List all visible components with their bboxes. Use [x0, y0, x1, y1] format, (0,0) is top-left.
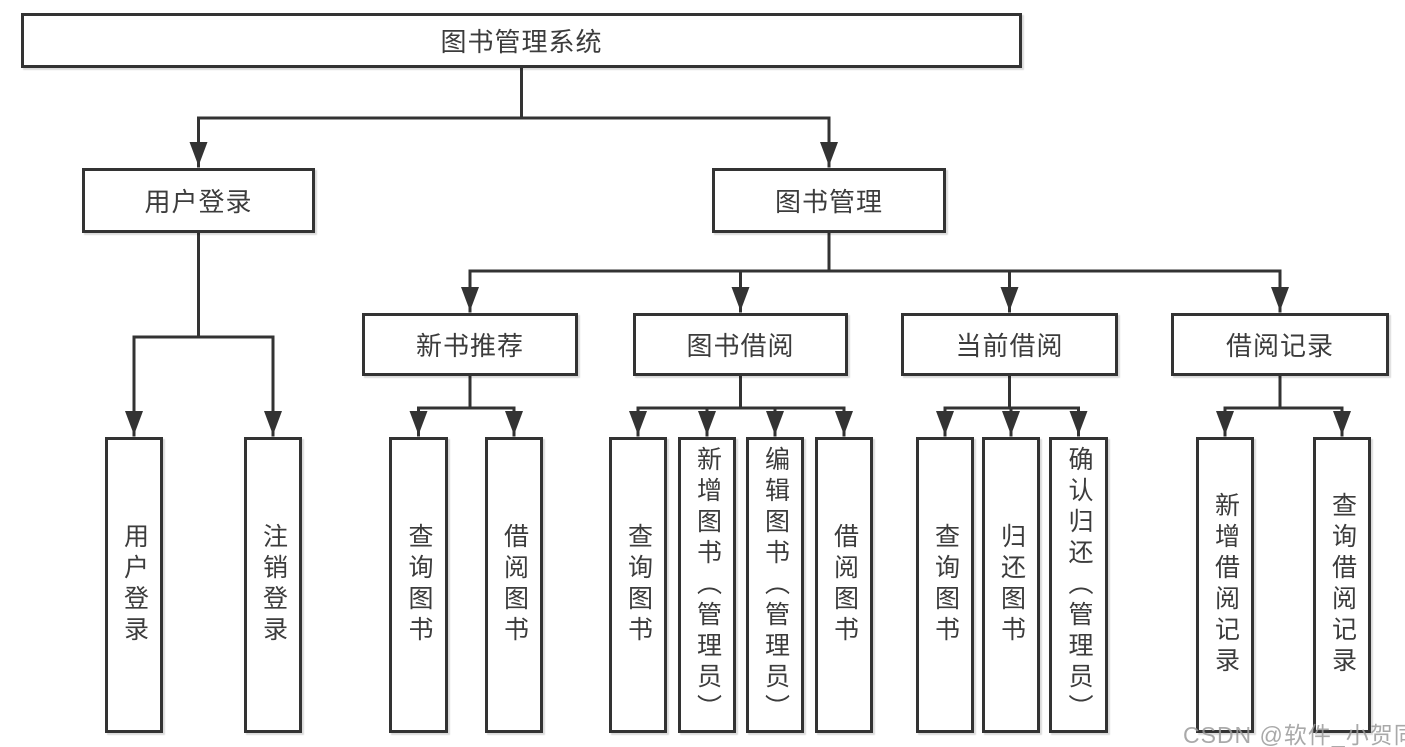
node-book-management: 图书管理 [712, 168, 946, 233]
node-borrowing-records: 借阅记录 [1171, 313, 1389, 376]
leaf-label: 借阅图书 [500, 523, 529, 647]
leaf-label: 确认归还（管理员） [1065, 445, 1093, 725]
leaf-label: 用户登录 [120, 523, 149, 647]
leaf-cb-return-books: 归还图书 [982, 437, 1040, 733]
leaf-bb-edit-books-admin: 编辑图书（管理员） [746, 437, 804, 733]
leaf-logout: 注销登录 [244, 437, 302, 733]
csdn-watermark: CSDN @软件_小贺同学 [1183, 722, 1405, 747]
leaf-nbr-query-books: 查询图书 [389, 437, 448, 733]
node-label: 新书推荐 [415, 331, 524, 361]
leaf-br-add-record: 新增借阅记录 [1196, 437, 1254, 733]
leaf-label: 查询借阅记录 [1328, 492, 1357, 678]
leaf-label: 查询图书 [405, 523, 433, 647]
leaf-cb-confirm-return-admin: 确认归还（管理员） [1049, 437, 1108, 733]
node-label: 借阅记录 [1225, 331, 1334, 361]
leaf-bb-add-books-admin: 新增图书（管理员） [678, 437, 736, 733]
leaf-label: 编辑图书（管理员） [761, 445, 790, 725]
node-label: 图书借阅 [686, 331, 795, 361]
leaf-user-login: 用户登录 [105, 437, 163, 733]
node-user-login: 用户登录 [82, 168, 315, 233]
node-label: 图书管理系统 [440, 27, 603, 57]
leaf-label: 新增图书（管理员） [693, 445, 722, 725]
leaf-bb-query-books: 查询图书 [609, 437, 667, 733]
node-label: 当前借阅 [955, 331, 1064, 361]
leaf-label: 注销登录 [259, 523, 288, 647]
leaf-label: 新增借阅记录 [1211, 492, 1240, 678]
node-current-borrowing: 当前借阅 [901, 313, 1118, 376]
leaf-cb-query-books: 查询图书 [916, 437, 974, 733]
leaf-bb-borrow-books: 借阅图书 [815, 437, 873, 733]
node-label: 用户登录 [144, 187, 253, 217]
node-label: 图书管理 [774, 187, 883, 217]
node-library-management-system: 图书管理系统 [21, 13, 1022, 68]
leaf-label: 查询图书 [624, 523, 653, 647]
leaf-nbr-borrow-books: 借阅图书 [485, 437, 543, 733]
leaf-label: 归还图书 [997, 523, 1026, 647]
leaf-label: 查询图书 [931, 523, 960, 647]
node-new-book-recommend: 新书推荐 [362, 313, 578, 376]
leaf-label: 借阅图书 [830, 523, 859, 647]
node-book-borrowing: 图书借阅 [633, 313, 848, 376]
leaf-br-query-record: 查询借阅记录 [1313, 437, 1371, 733]
